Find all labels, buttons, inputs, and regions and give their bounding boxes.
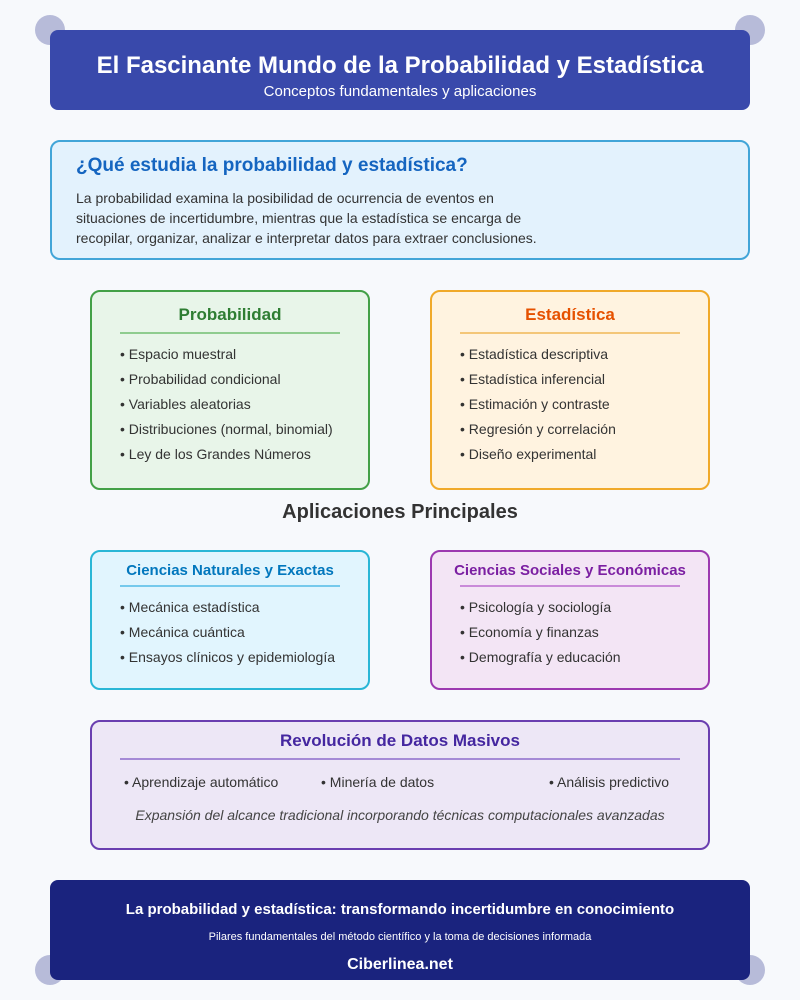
list-item: • Espacio muestral <box>120 346 237 362</box>
social-sciences-title: Ciencias Sociales y Económicas <box>454 562 686 579</box>
list-item: • Mecánica cuántica <box>120 624 245 640</box>
big-data-card: Revolución de Datos Masivos • Aprendizaj… <box>90 720 710 850</box>
big-data-note: Expansión del alcance tradicional incorp… <box>135 807 665 823</box>
intro-question: ¿Qué estudia la probabilidad y estadísti… <box>76 155 468 176</box>
list-item: • Aprendizaje automático <box>124 774 279 790</box>
list-item: • Análisis predictivo <box>549 774 670 790</box>
list-item: • Diseño experimental <box>460 446 597 462</box>
statistics-card: Estadística • Estadística descriptiva • … <box>430 290 710 490</box>
divider <box>460 585 680 587</box>
footer-tagline: Pilares fundamentales del método científ… <box>208 931 592 943</box>
list-item: • Probabilidad condicional <box>120 371 281 387</box>
page-subtitle: Conceptos fundamentales y aplicaciones <box>263 83 537 100</box>
divider <box>120 758 680 760</box>
statistics-title: Estadística <box>525 305 615 324</box>
list-item: • Minería de datos <box>321 774 435 790</box>
divider <box>460 332 680 334</box>
divider <box>120 332 340 334</box>
big-data-items: • Aprendizaje automático • Minería de da… <box>92 770 708 795</box>
footer-banner: La probabilidad y estadística: transform… <box>50 880 750 980</box>
list-item: • Distribuciones (normal, binomial) <box>120 421 333 437</box>
intro-box: ¿Qué estudia la probabilidad y estadísti… <box>50 140 750 260</box>
natural-sciences-title: Ciencias Naturales y Exactas <box>126 562 334 579</box>
list-item: • Psicología y sociología <box>460 599 612 615</box>
list-item: • Ensayos clínicos y epidemiología <box>120 649 336 665</box>
list-item: • Estadística inferencial <box>460 371 605 387</box>
natural-sciences-card: Ciencias Naturales y Exactas • Mecánica … <box>90 550 370 690</box>
applications-heading: Aplicaciones Principales <box>282 501 518 523</box>
list-item: • Economía y finanzas <box>460 624 599 640</box>
probability-title: Probabilidad <box>178 305 282 324</box>
list-item: • Demografía y educación <box>460 649 621 665</box>
page-title: El Fascinante Mundo de la Probabilidad y… <box>96 52 704 79</box>
list-item: • Regresión y correlación <box>460 421 616 437</box>
list-item: • Variables aleatorias <box>120 396 251 412</box>
big-data-title: Revolución de Datos Masivos <box>280 731 520 750</box>
probability-list: • Espacio muestral • Probabilidad condic… <box>120 342 368 467</box>
probability-card: Probabilidad • Espacio muestral • Probab… <box>90 290 370 490</box>
list-item: • Estadística descriptiva <box>460 346 609 362</box>
natural-sciences-list: • Mecánica estadística • Mecánica cuánti… <box>120 595 368 670</box>
list-item: • Mecánica estadística <box>120 599 260 615</box>
social-sciences-list: • Psicología y sociología • Economía y f… <box>460 595 708 670</box>
intro-text: La probabilidad examina la posibilidad d… <box>76 190 537 246</box>
social-sciences-card: Ciencias Sociales y Económicas • Psicolo… <box>430 550 710 690</box>
divider <box>120 585 340 587</box>
footer-headline: La probabilidad y estadística: transform… <box>125 901 675 918</box>
footer-brand: Ciberlinea.net <box>347 956 453 973</box>
statistics-list: • Estadística descriptiva • Estadística … <box>460 342 708 467</box>
list-item: • Estimación y contraste <box>460 396 610 412</box>
header-banner: El Fascinante Mundo de la Probabilidad y… <box>50 30 750 110</box>
list-item: • Ley de los Grandes Números <box>120 446 311 462</box>
